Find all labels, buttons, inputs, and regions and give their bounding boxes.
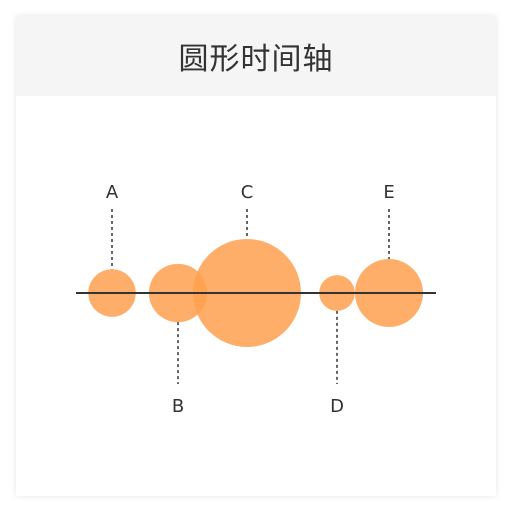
card-header: 圆形时间轴	[16, 16, 496, 96]
timeline-label-d: D	[330, 396, 344, 417]
labels-group: A B C D E	[106, 182, 395, 417]
timeline-diagram: A B C D E	[16, 96, 496, 496]
timeline-label-c: C	[241, 182, 254, 203]
page-title: 圆形时间轴	[178, 42, 334, 77]
timeline-svg: A B C D E	[76, 182, 436, 417]
timeline-card: 圆形时间轴 A B C D E	[16, 16, 496, 496]
timeline-label-e: E	[383, 182, 394, 203]
timeline-label-b: B	[172, 396, 184, 417]
timeline-label-a: A	[106, 182, 119, 203]
connectors-group	[111, 209, 390, 384]
